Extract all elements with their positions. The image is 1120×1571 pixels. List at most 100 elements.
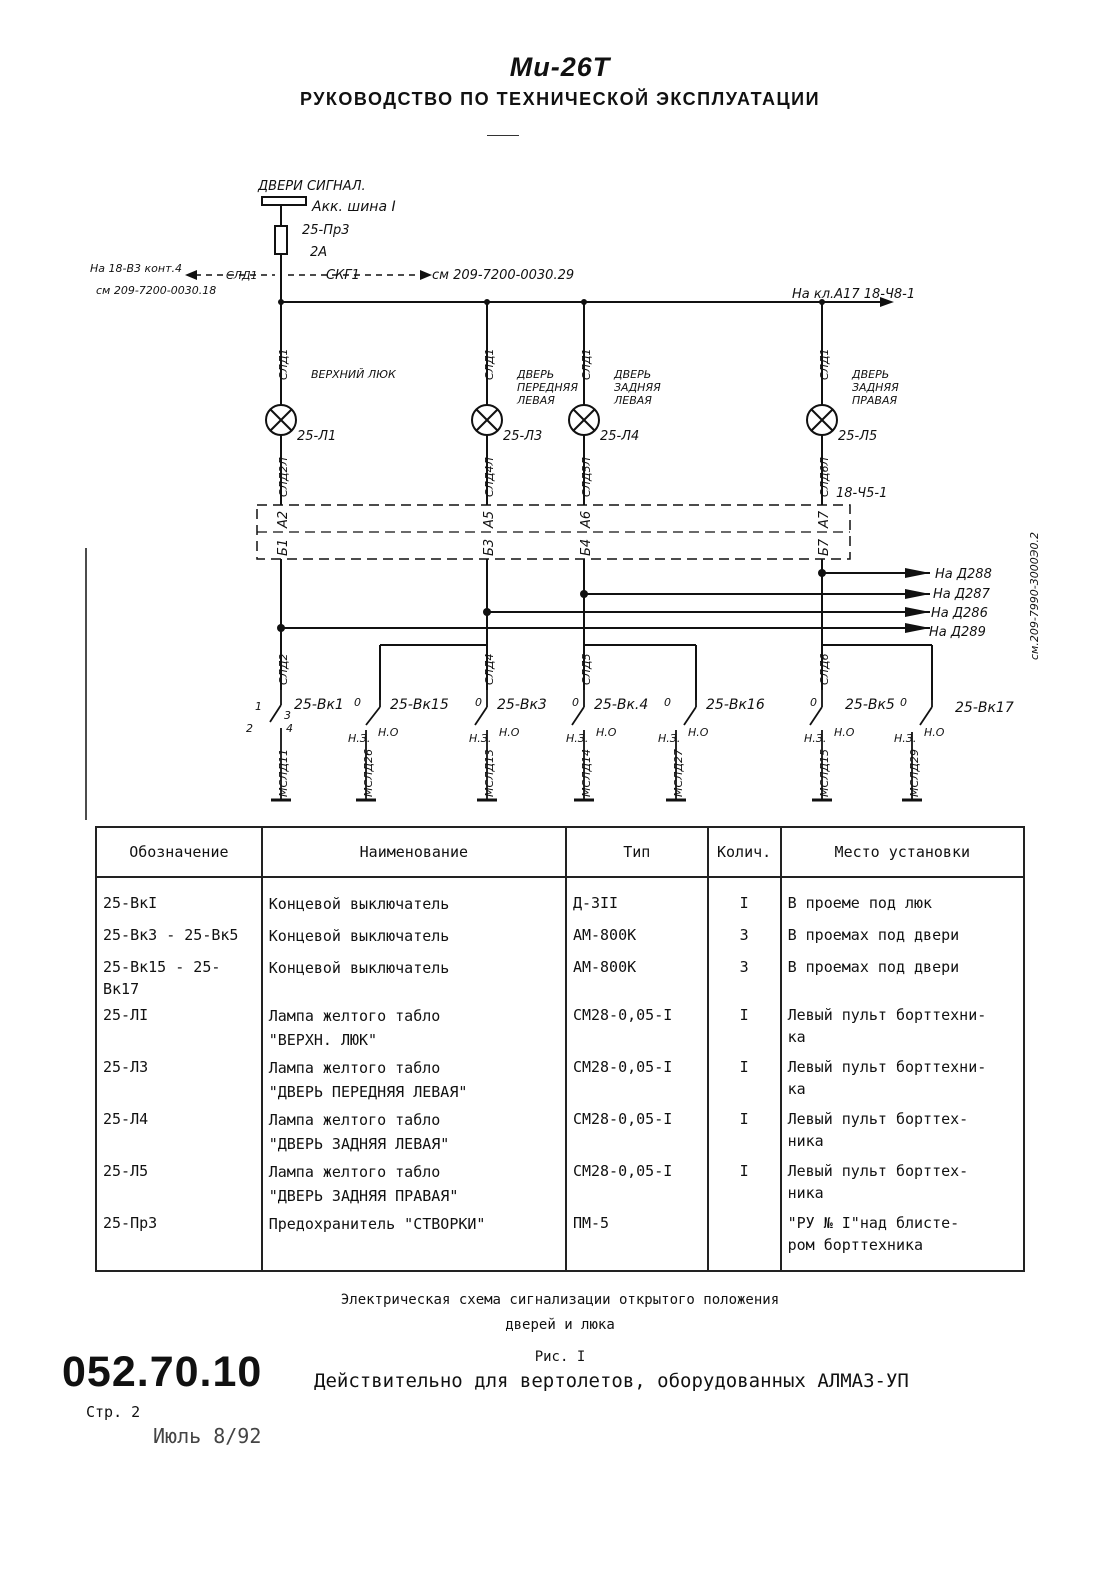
ground-wire-label: МСЛД29 <box>908 749 921 797</box>
lamp-icon <box>806 404 838 436</box>
switch-icon <box>356 700 381 802</box>
connector-pin-label: А6 <box>579 511 594 529</box>
cell-qty: I <box>706 1106 782 1158</box>
connector-pin-label: Б4 <box>579 539 594 556</box>
lamp-name-label: ЗАДНЯЯ <box>614 381 661 394</box>
output-ref-label: На Д288 <box>935 567 992 582</box>
lamp-icon <box>471 404 503 436</box>
switch-id-label: 25-Вк.4 <box>594 697 648 713</box>
wire-label-sld1: СЛД1 <box>226 269 258 282</box>
cell-type: СМ28-0,05-I <box>564 1106 709 1158</box>
contact-no-label: Н.О <box>596 726 617 739</box>
contact-no-label: Н.О <box>834 726 855 739</box>
wire-label: СЛД2Л <box>277 457 290 497</box>
contact-no-label: Н.О <box>378 726 399 739</box>
validity-note: Действительно для вертолетов, оборудован… <box>314 1370 909 1392</box>
ground-wire-label: МСЛД26 <box>362 749 375 797</box>
cell-code: 25-Л5 <box>95 1158 263 1210</box>
right-ref: На кл.А17 18-Ч8-1 <box>792 287 915 302</box>
cell-name: Концевой выключатель <box>260 954 567 1002</box>
document-number: 052.70.10 <box>62 1348 263 1396</box>
switch-icon <box>902 700 933 802</box>
contact-zero-label: 0 <box>572 696 579 709</box>
ground-wire-label: МСЛД14 <box>580 749 593 797</box>
col-header: Колич. <box>706 826 782 878</box>
lamp-name-label: ДВЕРЬ <box>516 368 554 381</box>
cell-qty <box>706 1210 782 1272</box>
header-divider <box>487 135 519 136</box>
lamp-name-label: ЗАДНЯЯ <box>852 381 899 394</box>
mid-ref: см 209-7200-0030.29 <box>432 268 574 283</box>
col-header: Тип <box>564 826 709 878</box>
cell-type: АМ-800К <box>564 922 709 954</box>
output-ref-label: На Д287 <box>933 587 991 602</box>
wire-label: СЛД1 <box>277 348 290 380</box>
lamp-id-label: 25-Л4 <box>600 429 639 444</box>
cell-qty: I <box>706 877 782 922</box>
lamp-name-label: ЛЕВАЯ <box>516 394 555 407</box>
arrowheads <box>185 270 930 633</box>
wire-label: СЛД1 <box>818 348 831 380</box>
cell-name: Лампа желтого табло"ДВЕРЬ ЗАДНЯЯ ПРАВАЯ" <box>260 1158 567 1210</box>
lamp-name-label: ДВЕРЬ <box>851 368 889 381</box>
switch-id-label: 25-Вк17 <box>955 700 1014 716</box>
cell-code: 25-Вк15 - 25-Вк17 <box>95 954 263 1002</box>
ground-wire-label: МСЛД15 <box>818 749 831 797</box>
cell-place: Левый пульт борттехни-ка <box>779 1002 1026 1054</box>
lamp-id-label: 25-Л3 <box>503 429 542 444</box>
cell-place: В проемах под двери <box>779 954 1026 1002</box>
cell-code: 25-ВкI <box>95 877 263 922</box>
caption-line-2: дверей и люка <box>505 1317 615 1333</box>
cell-place: В проеме под люк <box>779 877 1026 922</box>
fuse-symbol <box>274 225 288 255</box>
cell-code: 25-ЛI <box>95 1002 263 1054</box>
cell-type: Д-3II <box>564 877 709 922</box>
switch-id-label: 25-Вк15 <box>390 697 449 713</box>
ground-wire-label: МСЛД13 <box>483 749 496 797</box>
switch-id-label: 25-Вк5 <box>845 697 895 713</box>
pin-label: 3 <box>284 709 291 722</box>
lamp-name-label: ПРАВАЯ <box>852 394 898 407</box>
wire-label-skg1: СКГ1 <box>326 268 360 283</box>
left-ref-1: На 18-В3 конт.4 <box>90 262 182 275</box>
cell-qty: 3 <box>706 954 782 1002</box>
pin-label: 2 <box>246 722 253 735</box>
switch-id-label: 25-Вк3 <box>497 697 547 713</box>
contact-nc-label: Н.З. <box>469 732 491 745</box>
cell-type: ПМ-5 <box>564 1210 709 1272</box>
cell-type: СМ28-0,05-I <box>564 1002 709 1054</box>
contact-nc-label: Н.З. <box>348 732 370 745</box>
components-table: Обозначение Наименование Тип Колич. Мест… <box>95 826 1026 1272</box>
wire-label: СЛД1 <box>580 348 593 380</box>
cell-place: Левый пульт борттех-ника <box>779 1158 1026 1210</box>
switch-id-label: 25-Вк1 <box>294 697 344 713</box>
cell-place: Левый пульт борттехни-ка <box>779 1054 1026 1106</box>
left-ref-2: см 209-7200-0030.18 <box>96 284 216 297</box>
fuse-rating: 2А <box>310 245 327 260</box>
lamp-id-label: 25-Л5 <box>838 429 877 444</box>
lamp-labels: ВЕРХНИЙ ЛЮК25-Л1СЛД1СЛД2ЛА2Б1ДВЕРЬПЕРЕДН… <box>276 348 899 556</box>
contact-zero-label: 0 <box>354 696 361 709</box>
figure-number: Рис. I <box>534 1349 586 1365</box>
contact-zero-label: 0 <box>810 696 817 709</box>
wire-label: СЛД5 <box>580 653 593 685</box>
switch-icon <box>474 690 497 802</box>
cell-type: АМ-800К <box>564 954 709 1002</box>
switch-icon <box>809 690 832 802</box>
cell-qty: I <box>706 1002 782 1054</box>
bus-label: ДВЕРИ СИГНАЛ. <box>257 179 366 194</box>
vertical-ref: см.209-7990-3000Э0.2 <box>1028 532 1041 660</box>
contact-no-label: Н.О <box>499 726 520 739</box>
fuse-label: 25-Пр3 <box>302 223 350 238</box>
pin-label: 4 <box>286 722 293 735</box>
junction-dots <box>277 299 826 632</box>
wire-label: СЛД4Л <box>483 457 496 497</box>
contact-nc-label: Н.З. <box>894 732 916 745</box>
lamp-id-label: 25-Л1 <box>297 429 336 444</box>
page-number: Стр. 2 <box>86 1403 141 1421</box>
pin-label: 1 <box>255 700 262 713</box>
col-header: Наименование <box>260 826 567 878</box>
